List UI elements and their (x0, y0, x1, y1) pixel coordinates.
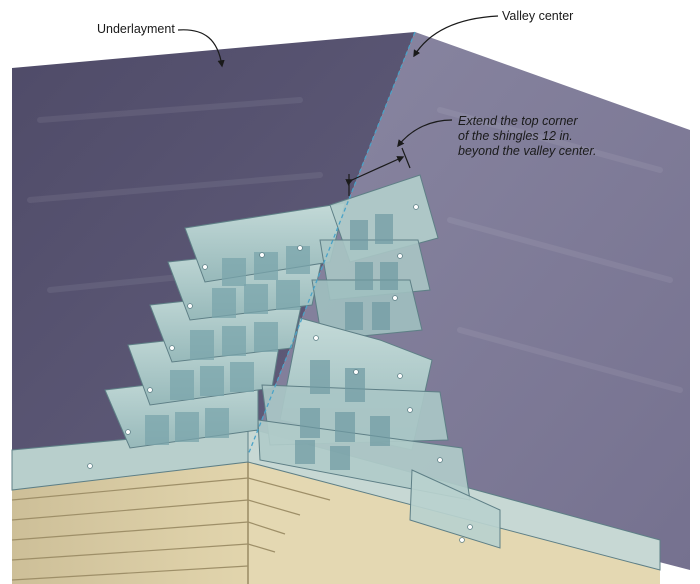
siding-lines (11, 455, 331, 584)
extend-note-line-3: beyond the valley center. (458, 144, 597, 158)
siding-left (12, 455, 248, 584)
extend-note-label: Extend the top corner of the shingles 12… (458, 114, 597, 159)
extend-note-line-2: of the shingles 12 in. (458, 129, 573, 143)
leader-valley-center (413, 15, 499, 58)
shingle-course-right-upper-3 (311, 279, 423, 341)
leader-underlayment (177, 29, 225, 68)
shingle-course-right-4 (409, 469, 501, 549)
valley-center-label: Valley center (502, 9, 574, 23)
left-shingle-tabs (145, 246, 310, 445)
dimension-12in (345, 147, 411, 196)
right-shingle-tabs (295, 214, 398, 470)
extend-note-line-1: Extend the top corner (458, 114, 578, 128)
nail-heads (87, 204, 473, 543)
leader-extend-note (397, 119, 453, 148)
underlayment-label: Underlayment (97, 22, 175, 36)
valley-center-line (247, 31, 416, 456)
